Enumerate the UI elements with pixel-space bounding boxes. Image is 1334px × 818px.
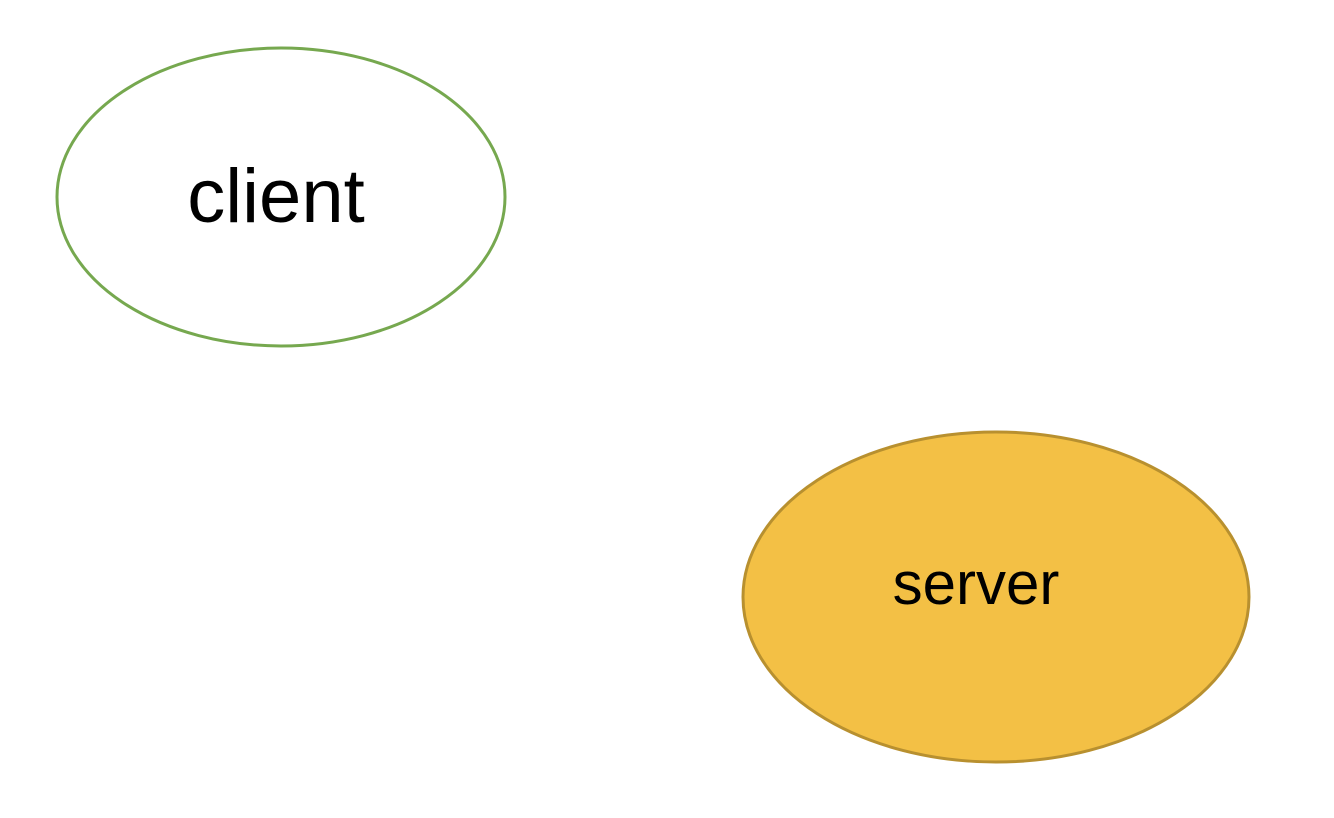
client-node xyxy=(55,46,507,348)
server-label: server xyxy=(893,550,1060,617)
server-node xyxy=(741,430,1251,764)
client-label: client xyxy=(187,154,364,239)
